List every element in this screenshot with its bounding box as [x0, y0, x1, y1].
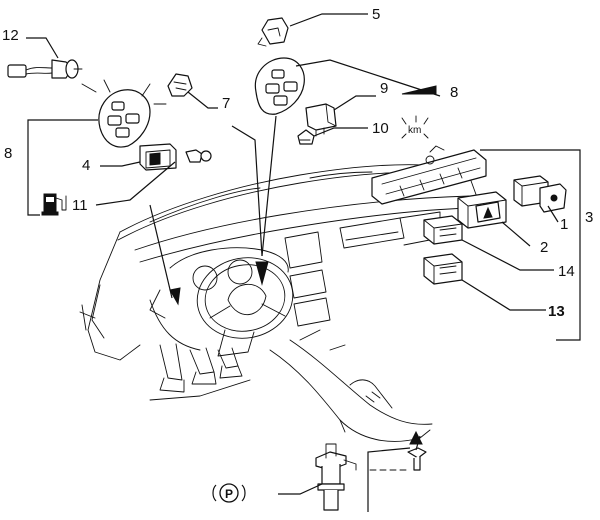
part-1-switch-housing[interactable]	[371, 145, 487, 205]
leader-8-left	[27, 119, 98, 216]
leader-6	[501, 221, 531, 247]
part-3-switch[interactable]	[513, 175, 567, 213]
odometer-km-icon: km	[401, 115, 429, 139]
arrow-left-pad	[169, 287, 181, 306]
callout-8-right: 8	[450, 84, 458, 101]
part-6-hazard-switch[interactable]	[457, 191, 507, 229]
arrow-right-pad	[255, 261, 269, 286]
callout-4: 4	[82, 157, 90, 174]
leader-13	[278, 483, 323, 495]
leader-5	[289, 13, 368, 27]
leader-4	[100, 161, 141, 167]
part-8-right-steering-pad[interactable]	[254, 57, 305, 115]
callout-6: 2	[540, 239, 548, 256]
part-7-connector[interactable]	[167, 73, 193, 97]
ramp-triangle-icon	[401, 85, 437, 95]
callout-9: 9	[380, 80, 388, 97]
leader-8-right	[295, 59, 441, 97]
part-13-handbrake-switch[interactable]	[315, 443, 357, 511]
arrow-handbrake	[409, 430, 423, 445]
callout-2: 14	[558, 263, 575, 280]
pad-guide-lines	[81, 79, 167, 105]
leader-1-bracket	[480, 149, 581, 341]
leader-handbrake-bracket	[367, 447, 411, 512]
fuel-pump-icon	[41, 193, 67, 216]
part-14-switch[interactable]	[423, 253, 463, 285]
leader-11	[95, 161, 176, 206]
part-13-bolt[interactable]	[407, 447, 427, 471]
part-9-module[interactable]	[305, 103, 337, 137]
part-4-bulb[interactable]	[185, 149, 212, 163]
callout-10: 10	[372, 120, 389, 137]
part-10-clip[interactable]	[297, 129, 315, 145]
leader-pad-right-to-wheel	[231, 125, 263, 257]
part-12-wiring-harness[interactable]	[7, 59, 83, 79]
leader-7	[187, 91, 218, 109]
svg-text:P: P	[225, 487, 233, 501]
callout-1: 3	[585, 209, 593, 226]
part-2-switch[interactable]	[423, 215, 463, 245]
leader-pad-left-to-wheel	[149, 204, 173, 299]
callout-8-left: 8	[4, 145, 12, 162]
part-5-switch[interactable]	[257, 17, 289, 47]
leader-3	[547, 205, 559, 223]
callout-5: 5	[372, 6, 380, 23]
dashboard-outline	[79, 164, 479, 442]
callout-7: 7	[222, 95, 230, 112]
leader-12	[26, 37, 59, 59]
callout-3: 1	[560, 216, 568, 233]
leader-14	[461, 279, 546, 311]
leader-pad-right-b	[261, 115, 277, 257]
callout-11: 11	[72, 197, 88, 214]
parking-brake-icon: P	[212, 483, 246, 503]
leader-10	[313, 127, 368, 137]
callout-12: 12	[2, 27, 19, 44]
leader-2	[461, 239, 554, 271]
part-8-left-steering-pad[interactable]	[98, 89, 151, 148]
svg-text:km: km	[408, 125, 421, 136]
leader-9	[333, 95, 376, 111]
callout-14: 13	[548, 303, 565, 320]
